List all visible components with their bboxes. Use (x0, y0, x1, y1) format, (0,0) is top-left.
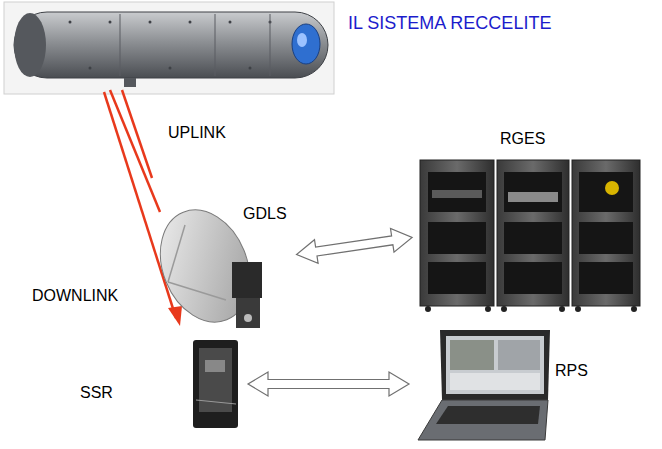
node-label: RPS (555, 362, 588, 380)
recorder-unit: SSR (78, 336, 242, 432)
link-label: UPLINK (168, 124, 226, 142)
ground-station-racks: RGES (418, 128, 642, 312)
laptop-station: RPS (415, 326, 603, 442)
node-label: RGES (500, 130, 545, 148)
node-label: GDLS (243, 205, 287, 223)
link-label: DOWNLINK (32, 287, 118, 305)
double-arrow (297, 229, 413, 264)
double-arrow (248, 372, 409, 396)
node-label: SSR (80, 384, 113, 402)
diagram-title: IL SISTEMA RECCELITE (348, 13, 551, 33)
antenna-unit: GDLS (160, 200, 291, 330)
